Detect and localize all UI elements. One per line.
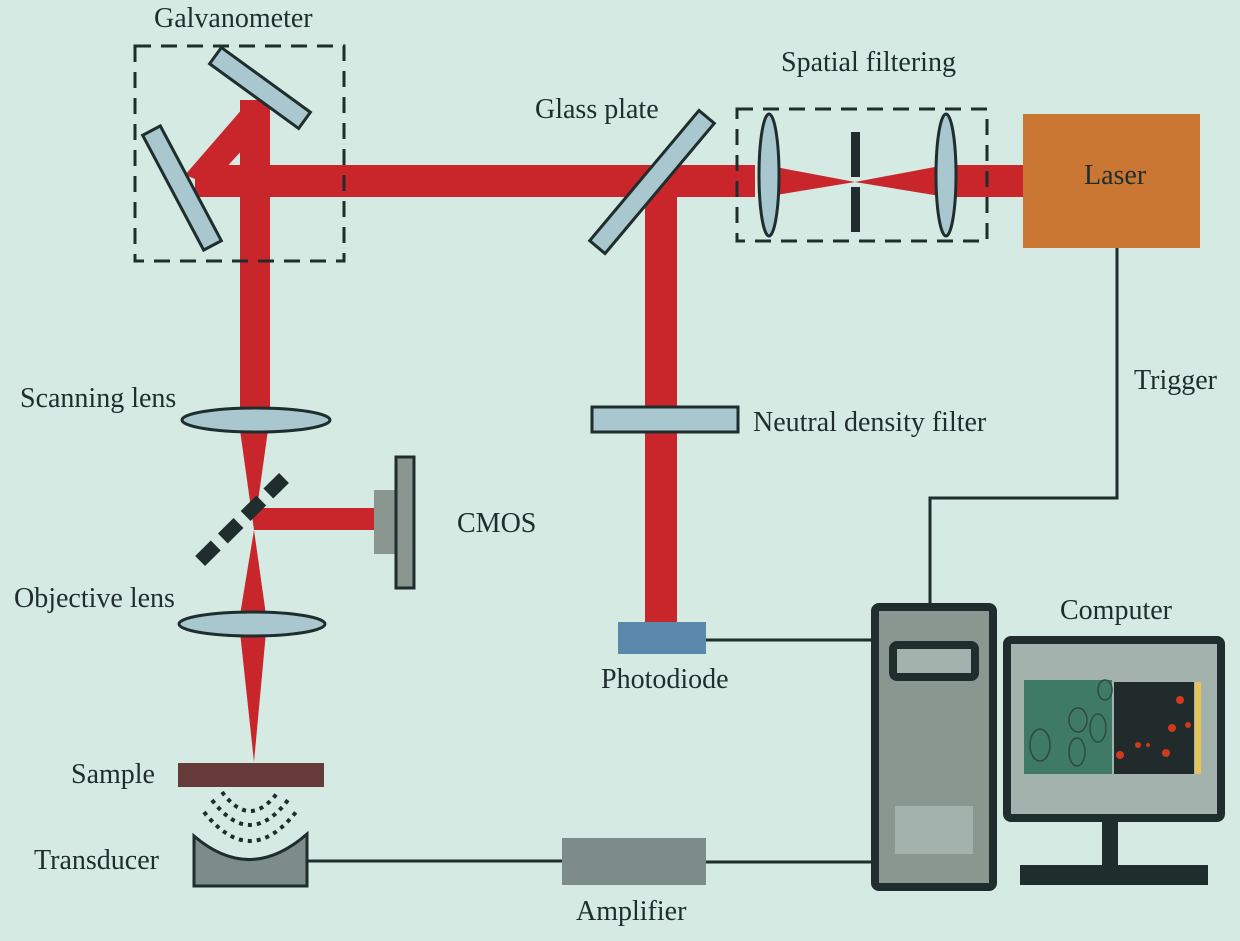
label-glass-plate: Glass plate [535, 94, 659, 125]
objective-lens [177, 610, 327, 638]
galvo-mirror-left [140, 123, 224, 253]
pinhole-top [851, 132, 860, 177]
laser-beam [185, 100, 1025, 762]
beam-focus-left [770, 166, 855, 196]
glass-plate [587, 108, 717, 256]
tower-panel [895, 806, 973, 854]
label-objective-lens: Objective lens [14, 583, 175, 614]
label-scanning-lens: Scanning lens [20, 383, 176, 414]
monitor-neck [1102, 818, 1118, 868]
computer-tower [871, 603, 997, 891]
sample [178, 763, 324, 787]
signal-spot [1146, 743, 1150, 747]
signal-spot [1116, 751, 1124, 759]
signal-spot [1135, 742, 1141, 748]
pinhole-bottom [851, 187, 860, 232]
galvo-mirror-top [207, 45, 313, 131]
scanning-lens [180, 406, 332, 434]
cell-outlines [1029, 679, 1113, 767]
label-cmos: CMOS [457, 508, 536, 539]
label-galvanometer: Galvanometer [154, 3, 313, 34]
beam-to-sample [240, 632, 266, 762]
trigger-wire [928, 248, 1119, 607]
laser-box [1023, 114, 1200, 248]
label-transducer: Transducer [34, 845, 160, 876]
neutral-density-filter [590, 405, 740, 434]
signal-spot [1185, 722, 1191, 728]
label-computer: Computer [1060, 595, 1173, 626]
label-photodiode: Photodiode [601, 664, 729, 695]
cell-outline [1068, 737, 1086, 767]
colorbar [1195, 682, 1201, 774]
label-neutral-density-filter: Neutral density filter [753, 407, 987, 438]
cell-outline [1097, 679, 1113, 701]
galvanometer-box [133, 44, 346, 263]
label-laser: Laser [1084, 160, 1147, 191]
signal-spot [1176, 696, 1184, 704]
spatial-filter-box [735, 107, 989, 243]
cell-outline [1089, 713, 1107, 743]
signal-spot [1162, 749, 1170, 757]
beam-galvo-down [240, 100, 270, 415]
signal-spot [1168, 724, 1176, 732]
beam-converge-1 [240, 430, 268, 530]
cell-outline [1029, 728, 1051, 762]
beam-to-cmos [254, 508, 376, 530]
label-sample: Sample [71, 759, 155, 790]
monitor-screen-left [1024, 680, 1112, 774]
monitor-base [1020, 865, 1208, 885]
computer-monitor [1003, 636, 1225, 885]
spatial-filter-lens-left [757, 112, 781, 238]
wave-2 [210, 798, 290, 827]
dichroic-mirror [188, 473, 289, 573]
tower-drive-bay [889, 641, 979, 681]
acoustic-waves [202, 790, 298, 843]
monitor-screen-right [1114, 682, 1194, 774]
transducer [192, 830, 309, 888]
cmos-sensor-mount [374, 490, 396, 554]
beam-diverge-1 [240, 530, 266, 615]
amplifier [562, 838, 706, 885]
cell-outline [1068, 707, 1088, 733]
beam-focus-right [855, 166, 940, 196]
wave-3 [202, 810, 298, 843]
photodiode [618, 622, 706, 654]
label-trigger: Trigger [1134, 365, 1218, 396]
wave-1 [220, 790, 280, 813]
cmos-sensor [394, 455, 416, 590]
beam-laser-to-filter [955, 165, 1025, 197]
label-amplifier: Amplifier [576, 896, 687, 927]
label-spatial-filtering: Spatial filtering [781, 47, 956, 78]
pa-signal-spots [1116, 696, 1191, 759]
spatial-filter-lens-right [934, 112, 958, 238]
